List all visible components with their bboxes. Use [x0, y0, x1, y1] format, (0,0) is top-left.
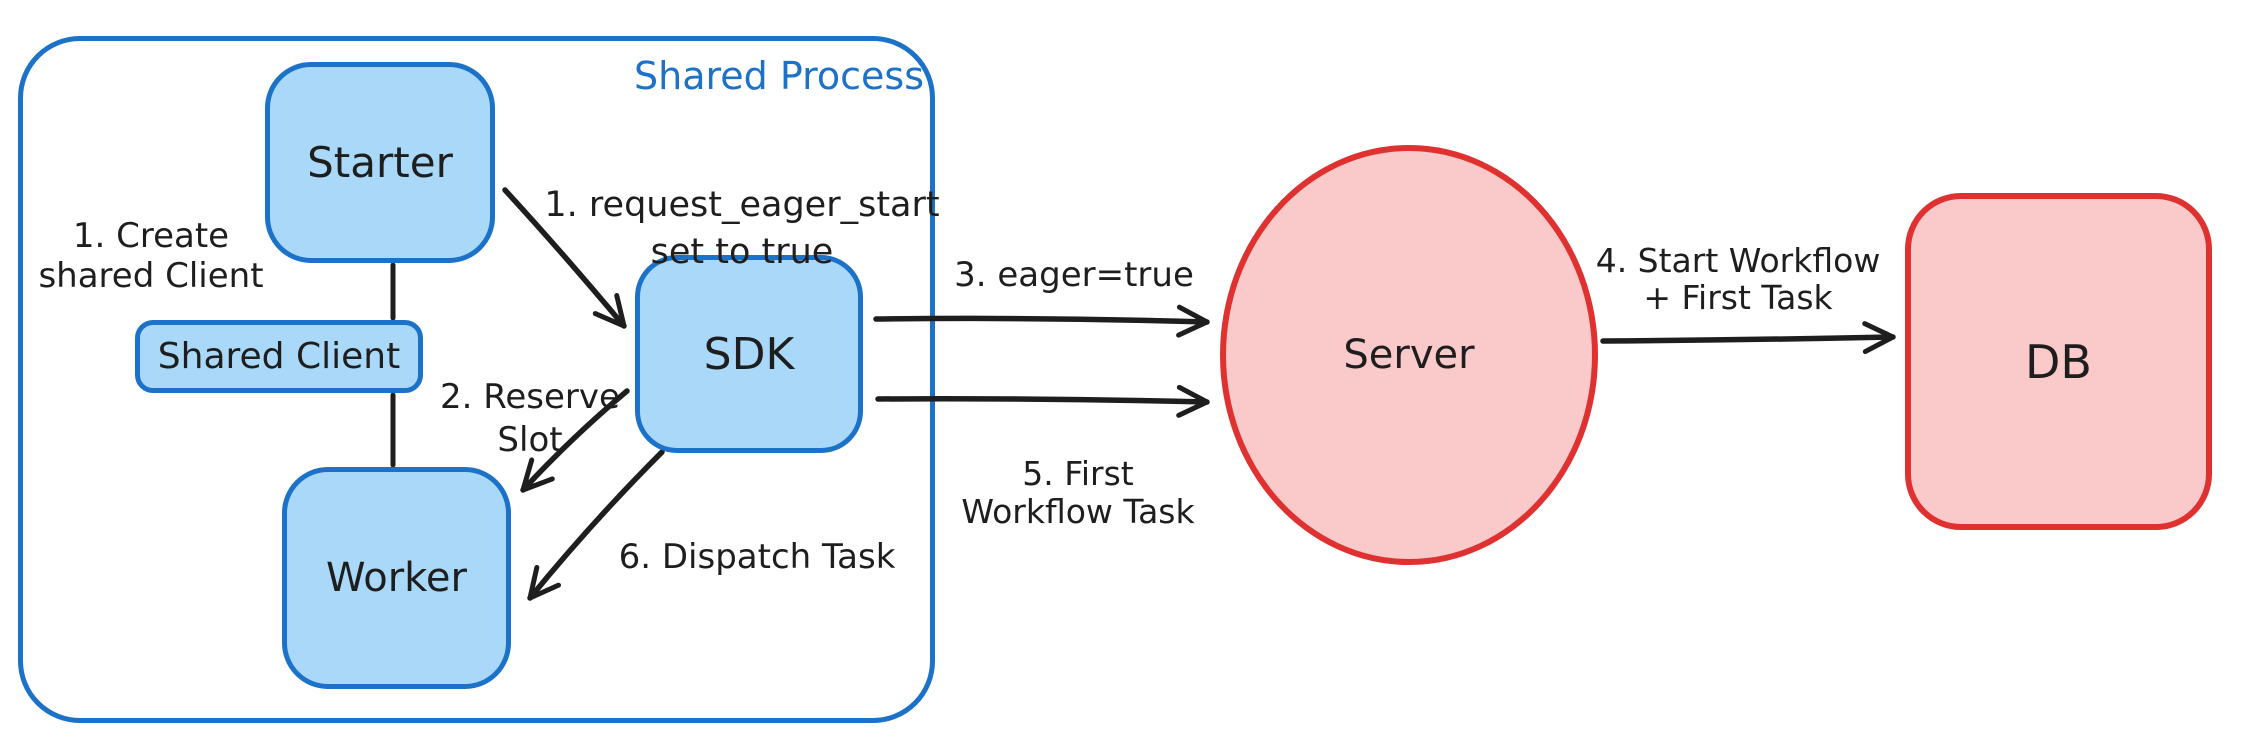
label-first-workflow-task-line1: 5. First — [1022, 454, 1134, 493]
node-sdk: SDK — [635, 255, 863, 453]
node-shared-client: Shared Client — [135, 320, 423, 393]
label-first-workflow-task: 5. First Workflow Task — [961, 455, 1194, 531]
shared-process-container — [18, 36, 935, 723]
label-eager-true: 3. eager=true — [954, 256, 1194, 294]
node-shared-client-label: Shared Client — [157, 336, 401, 377]
node-worker-label: Worker — [326, 555, 467, 601]
label-eager-true-line1: 3. eager=true — [954, 255, 1194, 295]
node-server-label: Server — [1343, 332, 1475, 378]
label-create-shared-client-line1: 1. Create — [72, 216, 230, 256]
label-start-workflow-line1: 4. Start Workflow — [1595, 241, 1881, 280]
node-db: DB — [1905, 193, 2212, 530]
label-dispatch-task: 6. Dispatch Task — [619, 538, 896, 576]
arrow-sdk-to-worker-dispatch — [527, 449, 665, 601]
label-start-workflow: 4. Start Workflow + First Task — [1596, 242, 1881, 316]
shared-process-label: Shared Process — [633, 54, 925, 98]
arrow-sdk-to-server-first-task — [875, 384, 1210, 418]
label-reserve-slot-line1: 2. Reserve — [440, 377, 620, 417]
node-db-label: DB — [2025, 334, 2092, 389]
node-starter-label: Starter — [307, 138, 453, 187]
label-request-eager-start: 1. request_eager_start set to true — [544, 182, 939, 276]
node-starter: Starter — [265, 62, 495, 263]
label-first-workflow-task-line2: Workflow Task — [961, 492, 1195, 531]
label-create-shared-client: 1. Create shared Client — [38, 216, 263, 296]
node-worker: Worker — [282, 467, 511, 689]
node-sdk-label: SDK — [703, 328, 795, 380]
label-reserve-slot: 2. Reserve Slot — [440, 376, 620, 462]
label-reserve-slot-line2: Slot — [497, 420, 563, 460]
node-server: Server — [1220, 145, 1598, 565]
arrow-starter-to-sdk — [502, 187, 627, 329]
label-start-workflow-line2: + First Task — [1643, 278, 1833, 317]
label-request-eager-start-line1: 1. request_eager_start — [544, 185, 940, 225]
arrow-sdk-to-worker-reserve — [520, 388, 630, 493]
arrow-sdk-to-server-eager — [873, 304, 1210, 338]
label-create-shared-client-line2: shared Client — [38, 256, 264, 296]
label-request-eager-start-line2: set to true — [650, 232, 834, 272]
label-dispatch-task-line1: 6. Dispatch Task — [618, 537, 896, 577]
arrow-server-to-db — [1600, 321, 1896, 355]
